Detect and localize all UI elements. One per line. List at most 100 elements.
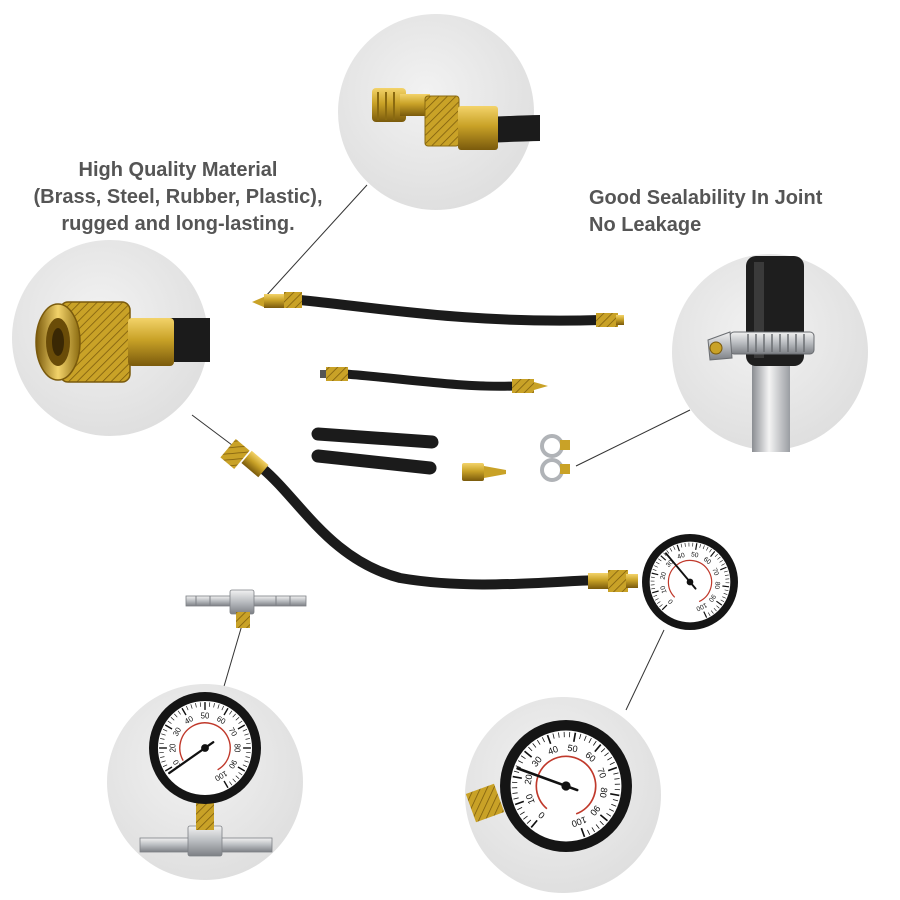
- gauge-tick: [526, 819, 532, 824]
- material-caption: High Quality Material (Brass, Steel, Rub…: [8, 157, 348, 238]
- gauge-tick: [669, 547, 673, 552]
- gauge-tick: [587, 829, 591, 835]
- gauge-tick: [162, 729, 168, 732]
- gauge-tick-label: 20: [523, 773, 535, 785]
- gauge-tick: [160, 756, 165, 758]
- gauge-tick: [613, 772, 619, 775]
- gauge-tick: [238, 772, 243, 776]
- gauge-tick-label: 100: [570, 814, 588, 829]
- gauge-tick-label: 20: [168, 743, 177, 752]
- gauge-tick: [710, 551, 716, 558]
- gauge-tick: [724, 574, 729, 576]
- gauge-tick: [588, 738, 592, 744]
- zoom-circle-valve-fitting: [338, 14, 541, 210]
- gauge-tick: [523, 815, 528, 820]
- gauge-tick: [181, 707, 187, 716]
- gauge-tick: [661, 604, 668, 611]
- clamp-steel-pipe: [752, 360, 790, 452]
- gauge-tick: [237, 724, 246, 730]
- gauge-tick: [663, 552, 667, 556]
- t-fitting-adapter: [185, 589, 307, 628]
- callout-leader-lines: [191, 184, 691, 711]
- gauge-tick: [186, 705, 189, 711]
- gauge-tick: [599, 820, 604, 826]
- gauge-tick-label: 70: [595, 766, 608, 779]
- small-hose-clamps: [540, 434, 570, 482]
- gauge-tick: [558, 732, 560, 738]
- gauge-tick: [223, 707, 229, 716]
- gauge-tick: [723, 593, 728, 595]
- gauge-hose: [220, 439, 638, 592]
- gauge-tick: [652, 569, 657, 571]
- gauge-tick: [721, 563, 725, 566]
- gauge-tick: [673, 546, 676, 550]
- gauge-tick: [221, 705, 224, 711]
- gauge-tick: [583, 735, 587, 741]
- sealing-caption-line-2: No Leakage: [589, 214, 702, 236]
- gauge-tick: [655, 561, 660, 565]
- gauge-tick: [651, 590, 659, 594]
- gauge-tick: [716, 600, 723, 606]
- gauge-tick: [604, 752, 609, 757]
- gauge-tick: [658, 558, 662, 562]
- gauge-needle-hub: [201, 744, 209, 752]
- gauge-tick: [608, 808, 614, 812]
- gauge-tick: [512, 792, 518, 794]
- gauge-tick-label: 20: [660, 571, 669, 580]
- gauge-tick: [167, 720, 172, 724]
- gauge-tick: [541, 737, 545, 743]
- sealing-caption: Good Sealability In Joint No Leakage: [589, 185, 822, 239]
- gauge-tick: [651, 587, 656, 590]
- gauge-tick: [680, 543, 683, 548]
- gauge-tick: [709, 548, 712, 553]
- gauge-tick: [720, 599, 725, 603]
- gauge-tick: [174, 713, 178, 718]
- gauge-tick: [591, 827, 596, 833]
- gauge-tick: [244, 733, 249, 736]
- gauge-tick-label: 10: [524, 792, 537, 805]
- gauge-tick: [244, 760, 249, 763]
- gauge-tick: [714, 553, 718, 558]
- gauge-tick: [161, 733, 166, 736]
- long-extension-hose: [252, 292, 624, 327]
- gauge-tick: [722, 585, 730, 588]
- gauge-tick: [706, 546, 709, 551]
- gauge-tick-label: 40: [546, 744, 559, 757]
- gauge-tick: [242, 764, 248, 767]
- gauge-tick: [702, 545, 705, 550]
- gauge-tick: [720, 566, 727, 571]
- gauge-tick: [699, 544, 702, 548]
- gauge-tick: [162, 764, 168, 767]
- gauge-tick: [164, 766, 173, 772]
- gauge-needle-hub: [686, 578, 694, 586]
- hose-brass-end-left: [252, 292, 302, 308]
- gauge-needle-hub: [561, 781, 571, 791]
- gauge-tick: [546, 734, 552, 745]
- gauge-tick: [722, 596, 726, 599]
- brass-valve-fitting: [372, 88, 498, 150]
- gauge-tick: [229, 710, 233, 715]
- material-caption-line-3: rugged and long-lasting.: [61, 213, 295, 235]
- gauge-tick: [592, 740, 597, 746]
- gauge-tick: [238, 720, 243, 724]
- gauge-tick: [610, 792, 620, 797]
- gauge-tick-label: 60: [702, 556, 712, 566]
- gauge-tick: [517, 807, 523, 811]
- hose-brass-end-right: [596, 313, 624, 327]
- gauge-tick-label: 100: [695, 601, 708, 612]
- gauge-tick: [659, 604, 663, 608]
- gauge-tick: [703, 611, 708, 618]
- gauge-tick: [524, 750, 533, 758]
- gauge-tick: [572, 732, 577, 742]
- gauge-tick: [594, 744, 602, 753]
- gauge-hose-brass-coupler: [220, 439, 269, 478]
- knurled-brass-nut: [35, 301, 174, 383]
- gauge-tick: [654, 565, 658, 568]
- gauge-tick: [528, 746, 533, 752]
- gauge-tick: [518, 760, 524, 764]
- gauge-inner-scale-arc: [179, 722, 231, 771]
- gauge-tick: [607, 766, 618, 772]
